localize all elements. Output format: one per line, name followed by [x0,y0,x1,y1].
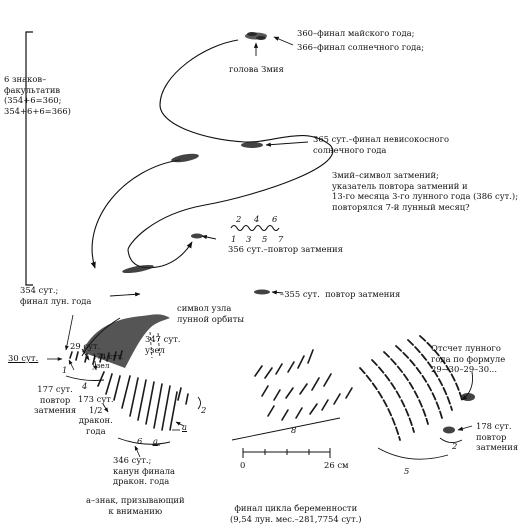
left-plate-notches [69,350,189,431]
label-plate-2-right: 2 [452,441,458,451]
label-six-signs: 6 знаков– факультатив (354+6=360; 354+6+… [4,74,71,116]
spiral-sign-blobs [122,142,270,295]
right-plate-arrows [457,371,473,431]
label-d346: 346 сут.; канун финала дракон. года [113,455,176,486]
label-plate-6: 6 [137,436,143,446]
eclipse-wave-symbol [230,224,280,232]
wave-number-top-3: 6 [272,214,278,224]
label-node-symbol: символ узла лунной орбиты [177,303,245,324]
node-symbol-leaders [149,331,161,359]
node-symbol-figure [81,314,170,368]
label-final-solar: 366–финал солнечного года; [297,42,425,52]
label-d177: 177 сут. повтор затмения [34,384,77,415]
label-attention-a-2: а [153,436,158,446]
label-plate-1: 1 [62,365,68,375]
label-d30: 30 сут. [8,353,39,363]
label-d174: 174 сут. узел [92,352,124,370]
wave-number-bottom-2: 3 [246,234,252,244]
right-plate-brace [377,447,449,460]
pointer-arrows [109,36,309,297]
spiral-tail [90,159,181,269]
label-scale-zero: 0 [240,460,246,470]
right-bracket-2 [439,437,463,443]
wave-number-bottom-4: 7 [278,234,284,244]
label-zmiya-head: голова Змия [229,64,284,74]
label-lunar-count: Отсчет лунного года по формуле 29→30–29–… [431,343,506,374]
label-attention-a-1: а [182,422,187,432]
label-pregnancy: финал цикла беременности (9,54 лун. мес.… [230,503,362,524]
label-scale-26: 26 см [324,460,349,470]
label-final-lunar: 354 сут.; финал лун. года [20,285,92,306]
label-plate-8: 8 [291,425,297,435]
middle-plate-notches [254,349,353,421]
six-signs-bracket [25,31,33,286]
attention-marks [152,429,180,446]
wave-number-top-1: 2 [236,214,242,224]
left-plate-braces [65,375,201,445]
wave-number-bottom-3: 5 [262,234,268,244]
zmiya-head-blob [245,32,267,40]
label-d29: 29 сут. [70,341,101,351]
right-plate-clusters [443,393,475,434]
label-d178: 178 сут. повтор затмения [476,421,519,452]
left-plate-leaders [47,314,185,458]
wave-number-top-2: 4 [254,214,260,224]
scale-bar [242,448,331,458]
right-plate-arcs [359,335,463,441]
label-plate-2-left: 2 [201,405,207,415]
middle-plate-brace [231,417,341,441]
label-eclipse-356: 356 сут.–повтор затмения [228,244,343,254]
label-eclipse-355: –355 сут. повтор затмения [280,289,401,299]
label-final-may: 360–финал майского года; [297,28,415,38]
label-attention-note: а–знак, призывающий к вниманию [86,495,185,516]
label-plate-5: 5 [404,466,410,476]
label-plate-4: 4 [82,381,88,391]
label-final-non-leap: 365 сут.–финал невисокосного солнечного … [313,134,450,155]
label-d173: 173 сут. 1/2 дракон. года [78,394,114,436]
label-node-347: 347 сут. узел [145,334,181,355]
label-zmiy-symbol: Змий–символ затмений; указатель повтора … [332,170,519,212]
wave-number-bottom-1: 1 [231,234,237,244]
